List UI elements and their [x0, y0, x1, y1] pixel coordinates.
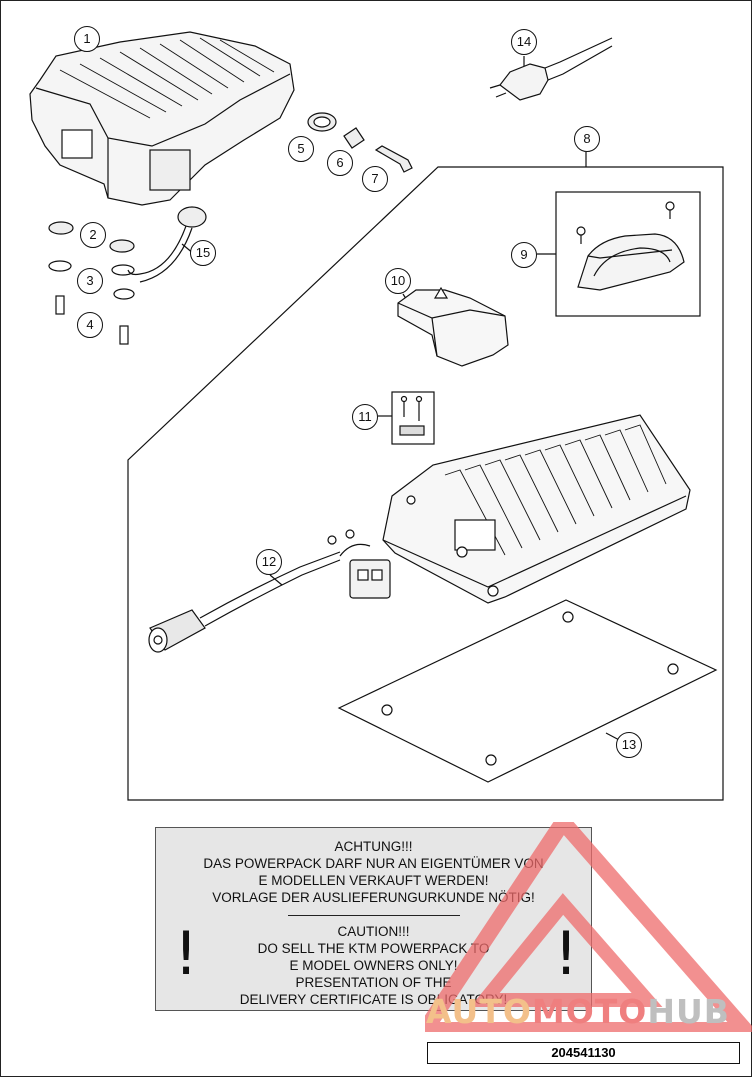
mains-plug: [499, 63, 549, 101]
leader-12: [269, 574, 283, 586]
warning-en-line-4: PRESENTATION OF THE: [295, 975, 452, 990]
grommet-2a: [48, 221, 74, 235]
callout-14: 14: [511, 29, 537, 55]
warning-de-line-1: ACHTUNG!!!: [334, 839, 413, 854]
warning-de-line-3: E MODELLEN VERKAUFT WERDEN!: [258, 873, 489, 888]
item-9-box: [555, 191, 701, 317]
callout-9: 9: [511, 242, 537, 268]
callout-8: 8: [574, 126, 600, 152]
cap-15: [177, 206, 207, 228]
watermark-part-3: HUB: [647, 992, 730, 1031]
warning-en-line-2: DO SELL THE KTM POWERPACK TO: [257, 941, 490, 956]
watermark-part-1: AUTO: [426, 992, 532, 1031]
screw-4b: [119, 325, 129, 345]
warning-text-german: ACHTUNG!!! DAS POWERPACK DARF NUR AN EIG…: [156, 838, 591, 906]
terminal-cover: [397, 289, 509, 367]
callout-12: 12: [256, 549, 282, 575]
exclamation-mark-right: !: [554, 919, 579, 989]
document-number: 204541130: [427, 1042, 740, 1064]
handle-screw-1: [576, 226, 586, 236]
watermark-text: AUTOMOTOHUB: [426, 994, 730, 1030]
charging-cable: [199, 551, 341, 619]
power-pack: [29, 31, 295, 206]
watermark-part-2: MOTO: [531, 992, 648, 1031]
charger-socket: [454, 519, 496, 551]
warning-en-line-1: CAUTION!!!: [337, 924, 410, 939]
callout-2: 2: [80, 222, 106, 248]
cap-strap: [127, 225, 187, 276]
callout-4: 4: [77, 312, 103, 338]
grommet-2b: [109, 239, 135, 253]
exclamation-mark-left: !: [174, 919, 199, 989]
warning-divider: [288, 915, 460, 916]
mains-cable: [544, 37, 613, 69]
warning-en-line-3: E MODEL OWNERS ONLY!: [289, 958, 458, 973]
handle-grip: [593, 247, 671, 277]
callout-6: 6: [327, 150, 353, 176]
charger-housing: [382, 414, 691, 604]
watermark-logo: [425, 822, 752, 1032]
callout-3: 3: [77, 268, 103, 294]
warning-de-line-4: VORLAGE DER AUSLIEFERUNGURKUNDE NÖTIG!: [212, 890, 535, 905]
cable-connector: [349, 559, 391, 599]
callout-5: 5: [288, 136, 314, 162]
screw-4a: [55, 295, 65, 315]
warning-label: ACHTUNG!!! DAS POWERPACK DARF NUR AN EIG…: [155, 827, 592, 1011]
bolt-7: [374, 145, 413, 173]
handle-shape: [577, 233, 685, 291]
charger-fins: [444, 424, 667, 556]
item-11-box: [391, 391, 435, 445]
callout-15: 15: [190, 240, 216, 266]
power-pack-fins: [59, 37, 275, 119]
handle-screw-2: [665, 201, 675, 211]
washer-3a: [48, 260, 72, 272]
callout-7: 7: [362, 166, 388, 192]
mounting-plate: [337, 599, 718, 783]
warning-de-line-2: DAS POWERPACK DARF NUR AN EIGENTÜMER VON: [203, 856, 544, 871]
callout-1: 1: [74, 26, 100, 52]
washer-3b: [111, 264, 135, 276]
callout-13: 13: [616, 732, 642, 758]
callout-11: 11: [352, 404, 378, 430]
callout-10: 10: [385, 268, 411, 294]
kit-boundary: [127, 166, 724, 801]
bushing-6: [343, 127, 365, 149]
